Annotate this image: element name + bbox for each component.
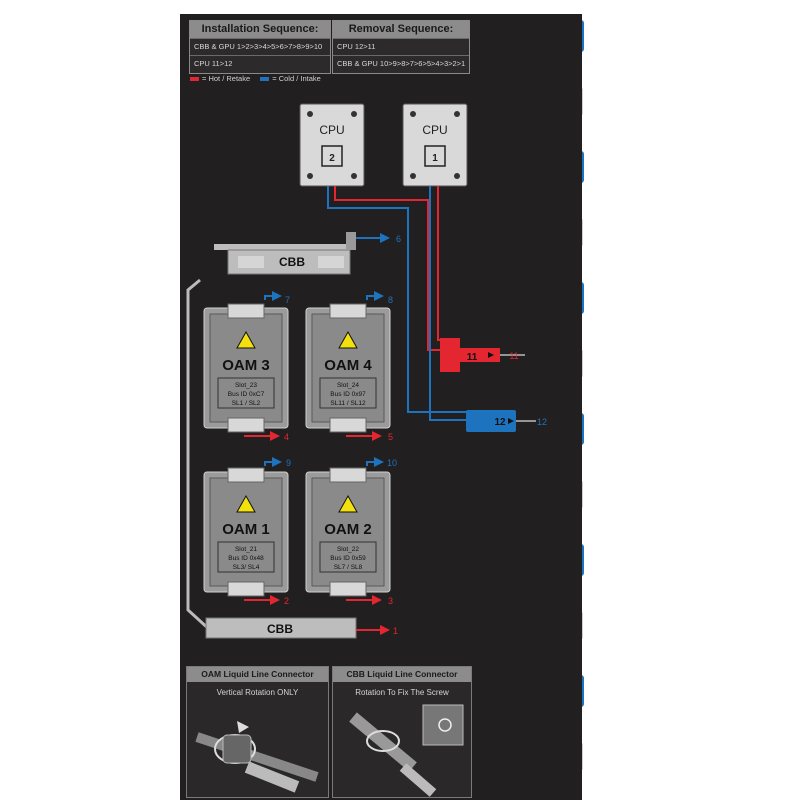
left-pipe [186, 278, 212, 632]
oam-bus-id: Bus ID 0xC7 [228, 391, 265, 398]
legend-hot-text: = Hot / Retake [202, 74, 251, 83]
installation-title: Installation Sequence: [190, 21, 330, 38]
line-label-3: 3 [388, 596, 393, 606]
legend-cold-text: = Cold / Intake [272, 74, 321, 83]
cpu-1-number: 1 [432, 153, 438, 164]
oam-name: OAM 3 [222, 357, 270, 374]
installation-sequence-box: Installation Sequence: CBB & GPU 1>2>3>4… [189, 20, 331, 74]
removal-title: Removal Sequence: [333, 21, 469, 38]
cbb-connector-subtitle: Rotation To Fix The Screw [355, 688, 449, 697]
hot-surface-warning-icon [236, 330, 256, 349]
hot-surface-warning-icon [338, 330, 358, 349]
manifold-11: 11 [440, 338, 500, 372]
cbb-connector-title: CBB Liquid Line Connector [333, 667, 471, 682]
oam-name: OAM 1 [222, 521, 270, 538]
oam-connector-illustration [195, 721, 319, 793]
manifold-11-label: 11 [467, 352, 478, 363]
line-label-6: 6 [396, 234, 401, 244]
cpu-2-block: CPU 2 [299, 103, 365, 187]
oam-sl: SL1 / SL2 [232, 400, 261, 407]
removal-row-2: CBB & GPU 10>9>8>7>6>5>4>3>2>1 [333, 55, 469, 72]
oam-name: OAM 4 [324, 357, 372, 374]
cbb-top-label: CBB [279, 255, 305, 269]
hot-swatch [190, 77, 199, 82]
oam-bus-id: Bus ID 0x97 [330, 391, 366, 398]
oam-line-arrows: 7 8 4 5 9 10 2 3 [244, 291, 397, 606]
cbb-bottom-label: CBB [267, 622, 293, 636]
chip-icon [321, 145, 343, 167]
screw-icon [438, 718, 452, 732]
manifold-12: 12 [466, 410, 516, 432]
cpu-2-label: CPU [319, 123, 344, 137]
legend: = Hot / Retake = Cold / Intake [190, 74, 321, 83]
removal-row-1: CPU 12>11 [333, 38, 469, 55]
oam-sl: SL7 / SL8 [334, 564, 363, 571]
oam-sl: SL11 / SL12 [330, 400, 366, 407]
oam-bus-id: Bus ID 0x48 [228, 555, 264, 562]
removal-sequence-box: Removal Sequence: CPU 12>11 CBB & GPU 10… [332, 20, 470, 74]
cbb-bottom-bracket: CBB [205, 617, 357, 639]
installation-row-2: CPU 11>12 [190, 55, 330, 72]
cold-swatch [260, 77, 270, 82]
oam-slot: Slot_21 [235, 546, 257, 553]
cbb-top-bracket: CBB [214, 232, 356, 275]
cbb-connector-illustration [349, 704, 464, 797]
hot-surface-warning-icon [236, 494, 256, 513]
oam-connector-box: OAM Liquid Line Connector Vertical Rotat… [186, 666, 329, 798]
cbb-connector-box: CBB Liquid Line Connector Rotation To Fi… [332, 666, 472, 798]
oam-connector-subtitle: Vertical Rotation ONLY [216, 688, 299, 697]
line-label-2: 2 [284, 596, 289, 606]
line-label-7: 7 [285, 295, 290, 305]
oam-name: OAM 2 [324, 521, 372, 538]
oam-slot: Slot_24 [337, 382, 359, 389]
oam-connector-title: OAM Liquid Line Connector [187, 667, 328, 682]
oam-sl: SL3/ SL4 [233, 564, 260, 571]
rotate-icon [366, 730, 400, 752]
oam-bus-id: Bus ID 0x59 [330, 555, 366, 562]
installation-row-1: CBB & GPU 1>2>3>4>5>6>7>8>9>10 [190, 38, 330, 55]
line-label-8: 8 [388, 295, 393, 305]
line-label-9: 9 [286, 458, 291, 468]
hot-surface-warning-icon [338, 494, 358, 513]
chip-icon [424, 145, 446, 167]
oam-slot: Slot_22 [337, 546, 359, 553]
oam-slot: Slot_23 [235, 382, 257, 389]
cpu-1-block: CPU 1 [402, 103, 468, 187]
line-label-5: 5 [388, 432, 393, 442]
manifold-12-label: 12 [494, 417, 506, 428]
line-label-4: 4 [284, 432, 289, 442]
cpu-2-number: 2 [329, 153, 335, 164]
line-label-10: 10 [387, 458, 397, 468]
line-label-12: 12 [537, 417, 547, 427]
line-label-11: 11 [509, 351, 518, 361]
cpu-1-label: CPU [422, 123, 447, 137]
line-label-1: 1 [393, 626, 398, 636]
